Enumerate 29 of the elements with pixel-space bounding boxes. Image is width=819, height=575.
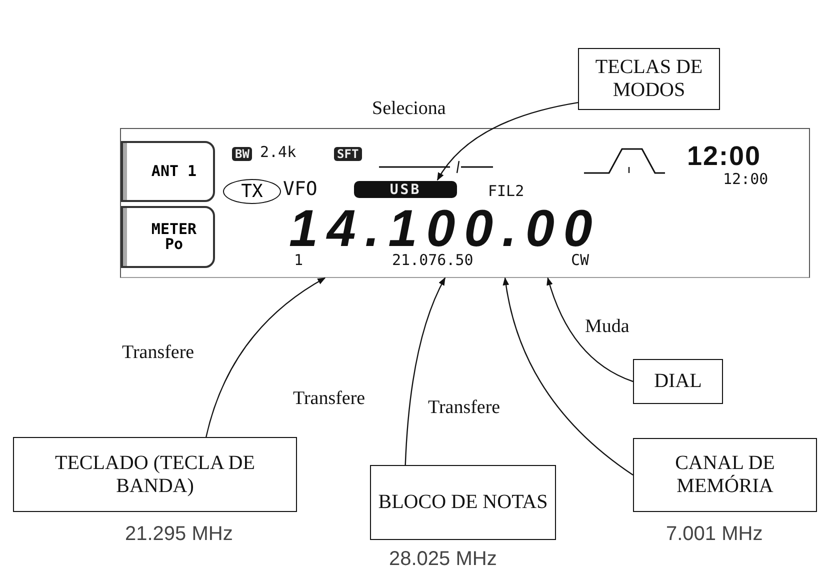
display-readout: 12:00 — [723, 172, 768, 187]
tx-indicator: TX — [223, 179, 281, 204]
display-readout: VFO — [283, 180, 318, 199]
indicator-badge: SFT — [334, 147, 362, 161]
label-box: TECLAS DE MODOS — [578, 48, 720, 110]
frequency-caption: 28.025 MHz — [389, 547, 497, 571]
radio-display-screen — [120, 128, 810, 278]
frequency-readout: 14.100.00 — [289, 203, 602, 255]
frequency-caption: 21.295 MHz — [125, 522, 233, 546]
display-readout: 2.4k — [260, 145, 296, 160]
arrow — [404, 277, 446, 466]
display-softkey: ANT 1 — [121, 141, 215, 202]
display-readout: CW — [571, 253, 590, 268]
arrow — [436, 102, 578, 181]
label-box: BLOCO DE NOTAS — [370, 465, 556, 540]
frequency-caption: 7.001 MHz — [666, 522, 763, 546]
indicator-badge: BW — [232, 147, 252, 161]
arrow — [206, 277, 326, 438]
label-box: TECLADO (TECLA DE BANDA) — [13, 437, 297, 512]
display-readout: 1 — [294, 253, 304, 268]
mode-indicator: USB — [354, 181, 457, 198]
display-readout: 12:00 — [687, 143, 762, 170]
arrow — [503, 277, 634, 476]
display-readout: FIL2 — [488, 184, 524, 199]
display-readout: 21.076.50 — [392, 253, 474, 268]
arrow — [546, 277, 634, 382]
display-softkey: METER Po — [121, 206, 215, 268]
label-box: DIAL — [633, 359, 723, 404]
label-box: CANAL DE MEMÓRIA — [633, 438, 817, 512]
